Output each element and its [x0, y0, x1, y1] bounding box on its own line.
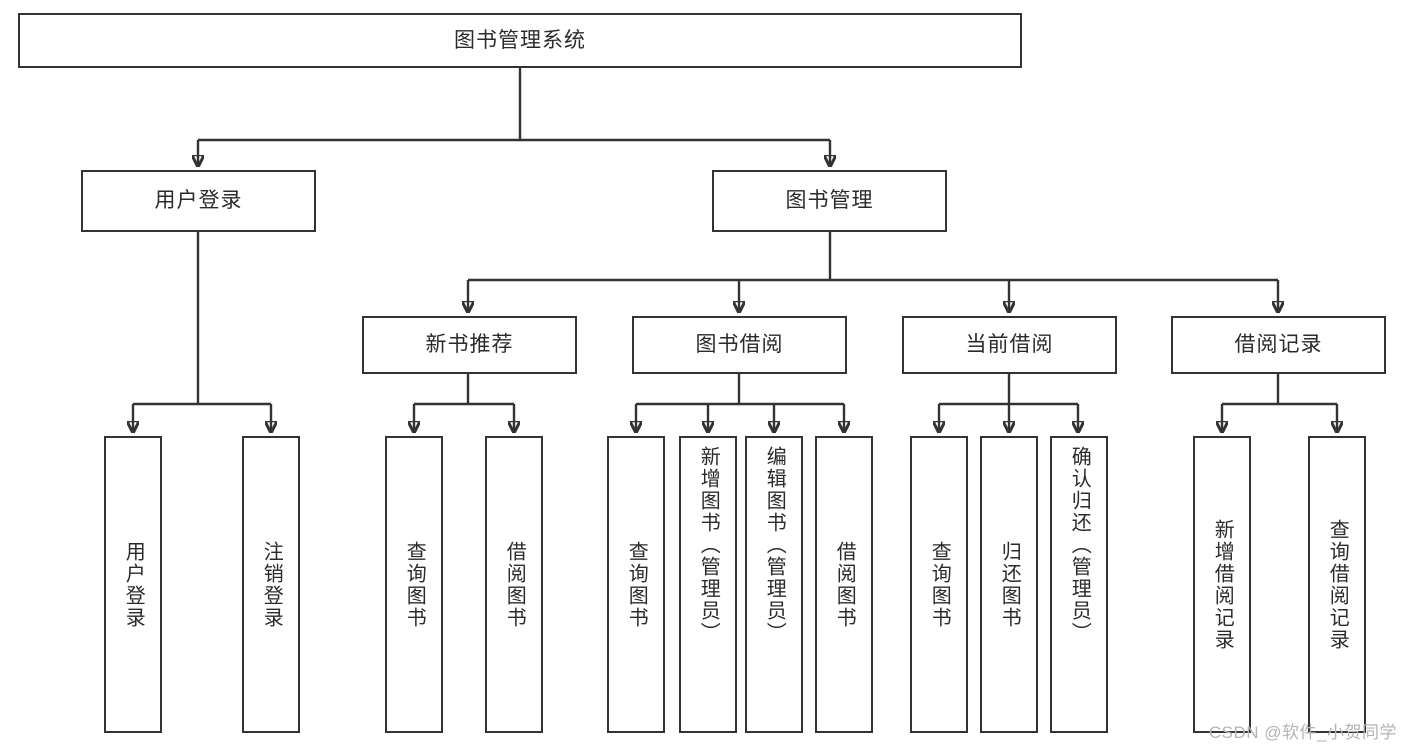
leaf-return-book[interactable]: 归还图书 — [980, 436, 1038, 733]
node-borrow-record[interactable]: 借阅记录 — [1171, 316, 1386, 374]
leaf-label: 编辑图书（管理员） — [763, 446, 786, 644]
leaf-label: 注销登录 — [260, 540, 283, 629]
leaf-label: 借阅图书 — [503, 540, 526, 629]
leaf-label: 新增图书（管理员） — [697, 446, 720, 644]
leaf-label: 确认归还（管理员） — [1068, 446, 1091, 644]
node-label: 当前借阅 — [965, 333, 1054, 357]
leaf-confirm-return[interactable]: 确认归还（管理员） — [1050, 436, 1108, 733]
leaf-borrow-book-2[interactable]: 借阅图书 — [815, 436, 873, 733]
csdn-watermark: CSDN @软件_小贺同学 — [1208, 723, 1397, 742]
node-label: 图书管理 — [785, 189, 874, 213]
leaf-logout-login[interactable]: 注销登录 — [242, 436, 300, 733]
leaf-add-book[interactable]: 新增图书（管理员） — [679, 436, 737, 733]
node-user-login[interactable]: 用户登录 — [81, 170, 316, 232]
leaf-query-book-1[interactable]: 查询图书 — [385, 436, 443, 733]
node-root-system[interactable]: 图书管理系统 — [18, 13, 1022, 68]
node-label: 用户登录 — [154, 189, 243, 213]
node-label: 新书推荐 — [425, 333, 514, 357]
leaf-query-record[interactable]: 查询借阅记录 — [1308, 436, 1366, 733]
leaf-edit-book[interactable]: 编辑图书（管理员） — [745, 436, 803, 733]
leaf-label: 新增借阅记录 — [1211, 518, 1234, 651]
leaf-label: 查询图书 — [625, 540, 648, 629]
node-book-borrow[interactable]: 图书借阅 — [632, 316, 847, 374]
node-label: 借阅记录 — [1234, 333, 1323, 357]
leaf-borrow-book-1[interactable]: 借阅图书 — [485, 436, 543, 733]
leaf-label: 用户登录 — [122, 540, 145, 629]
node-current-borrow[interactable]: 当前借阅 — [902, 316, 1117, 374]
leaf-query-book-2[interactable]: 查询图书 — [607, 436, 665, 733]
node-new-book-recommend[interactable]: 新书推荐 — [362, 316, 577, 374]
leaf-query-book-3[interactable]: 查询图书 — [910, 436, 968, 733]
node-book-manage[interactable]: 图书管理 — [712, 170, 947, 232]
leaf-add-record[interactable]: 新增借阅记录 — [1193, 436, 1251, 733]
node-label: 图书管理系统 — [454, 28, 586, 52]
leaf-label: 查询借阅记录 — [1326, 518, 1349, 651]
leaf-label: 借阅图书 — [833, 540, 856, 629]
leaf-label: 查询图书 — [928, 540, 951, 629]
leaf-user-login[interactable]: 用户登录 — [104, 436, 162, 733]
node-label: 图书借阅 — [695, 333, 784, 357]
leaf-label: 归还图书 — [998, 540, 1021, 629]
leaf-label: 查询图书 — [403, 540, 426, 629]
